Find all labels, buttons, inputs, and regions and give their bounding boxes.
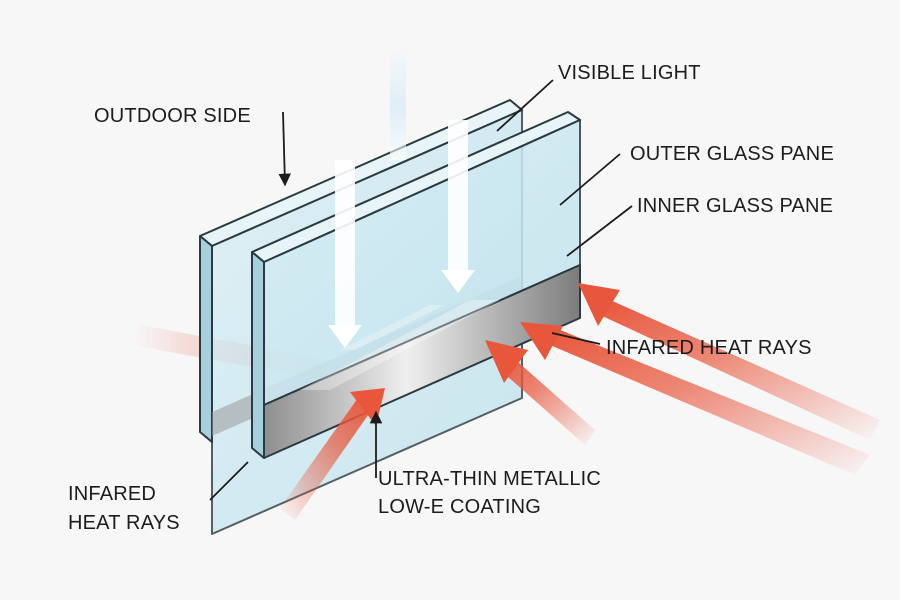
label-infrared-heat-rays-right: INFARED HEAT RAYS <box>606 337 812 359</box>
label-coating-line2: LOW-E COATING <box>378 496 541 518</box>
label-infrared-left-line2: HEAT RAYS <box>68 512 180 534</box>
low-e-coating-band <box>263 264 581 459</box>
label-coating-line1: ULTRA-THIN METALLIC <box>378 468 602 490</box>
label-outer-glass-pane: OUTER GLASS PANE <box>630 143 834 165</box>
label-infrared-left-line1: INFARED <box>68 483 157 505</box>
label-outdoor-side: OUTDOOR SIDE <box>94 105 251 127</box>
leader-lines <box>209 79 633 501</box>
label-inner-glass-pane: INNER GLASS PANE <box>637 195 834 217</box>
infrared-heat-ray-arrows <box>280 283 880 520</box>
visible-light-rays <box>328 50 475 348</box>
label-visible-light: VISIBLE LIGHT <box>558 62 701 84</box>
